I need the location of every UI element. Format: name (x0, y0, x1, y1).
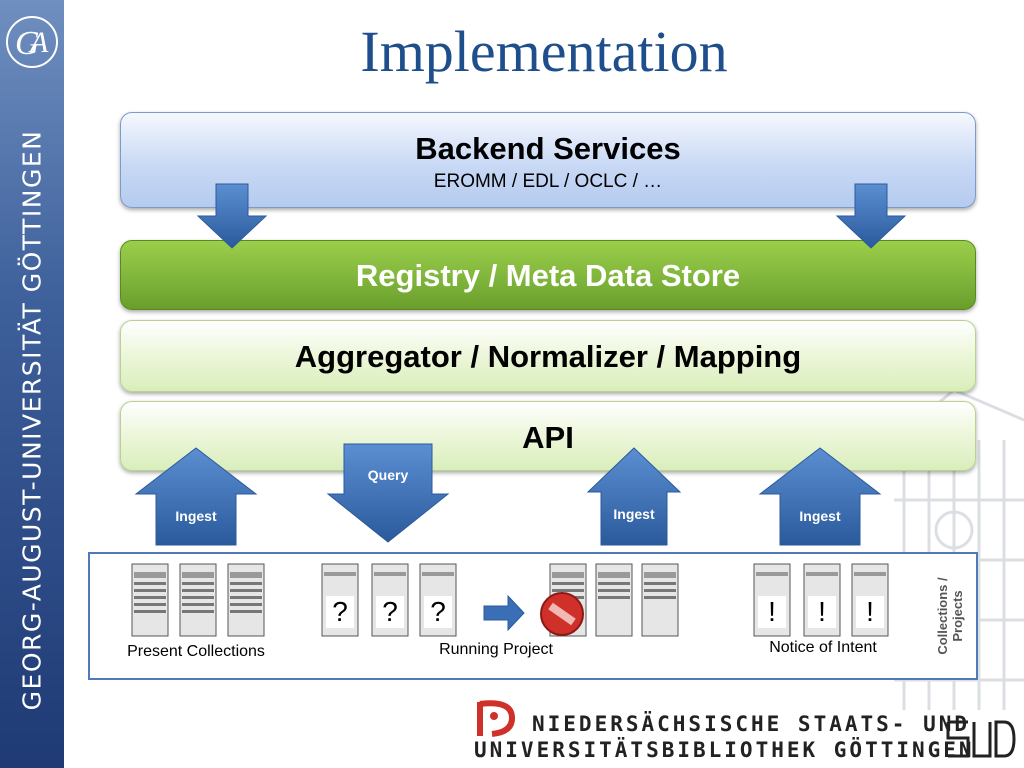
notice-marker: ! (808, 596, 836, 628)
university-name: GEORG-AUGUST-UNIVERSITÄT GÖTTINGEN (17, 129, 47, 711)
book-stack-icon (641, 563, 679, 637)
book-stack-icon (131, 563, 169, 637)
running-project-label: Running Project (439, 641, 553, 658)
svg-text:A: A (28, 26, 49, 59)
unknown-marker: ? (376, 596, 404, 628)
slide-title: Implementation (360, 19, 728, 84)
notice-marker: ! (856, 596, 884, 628)
university-side-band: G A GEORG-AUGUST-UNIVERSITÄT GÖTTINGEN (0, 0, 64, 768)
book-stack-icon (179, 563, 217, 637)
footer-line-1: NIEDERSÄCHSISCHE STAATS- UND (532, 712, 971, 736)
sub-logo-icon (946, 720, 1016, 758)
unknown-marker: ? (424, 596, 452, 628)
right-arrow-icon (483, 594, 525, 632)
university-seal-icon: G A (6, 16, 58, 68)
present-collections-label: Present Collections (127, 643, 265, 660)
book-stack-icon (595, 563, 633, 637)
ingest-label-2: Ingest (613, 506, 655, 522)
unknown-marker: ? (326, 596, 354, 628)
prohibited-icon (540, 592, 584, 636)
ingest-label-3: Ingest (799, 508, 841, 524)
svg-text:G: G (15, 25, 40, 62)
ingest-label-1: Ingest (175, 508, 217, 524)
notice-of-intent-label: Notice of Intent (769, 639, 877, 656)
notice-marker: ! (758, 596, 786, 628)
backend-services-subtitle: EROMM / EDL / OCLC / … (433, 171, 663, 192)
collections-projects-label-line1: Collections / (935, 577, 950, 655)
backend-services-layer: Backend Services EROMM / EDL / OCLC / … (120, 112, 976, 208)
registry-layer: Registry / Meta Data Store (120, 240, 976, 310)
aggregator-layer: Aggregator / Normalizer / Mapping (120, 320, 976, 392)
backend-services-title: Backend Services (415, 131, 681, 166)
footer-line-2: UNIVERSITÄTSBIBLIOTHEK GÖTTINGEN (474, 738, 975, 762)
collections-projects-label-line2: Projects (950, 590, 965, 642)
book-stack-icon (227, 563, 265, 637)
collections-projects-label: Collections / Projects (935, 577, 965, 654)
api-layer: API (120, 401, 976, 471)
library-logo-icon (477, 700, 516, 737)
